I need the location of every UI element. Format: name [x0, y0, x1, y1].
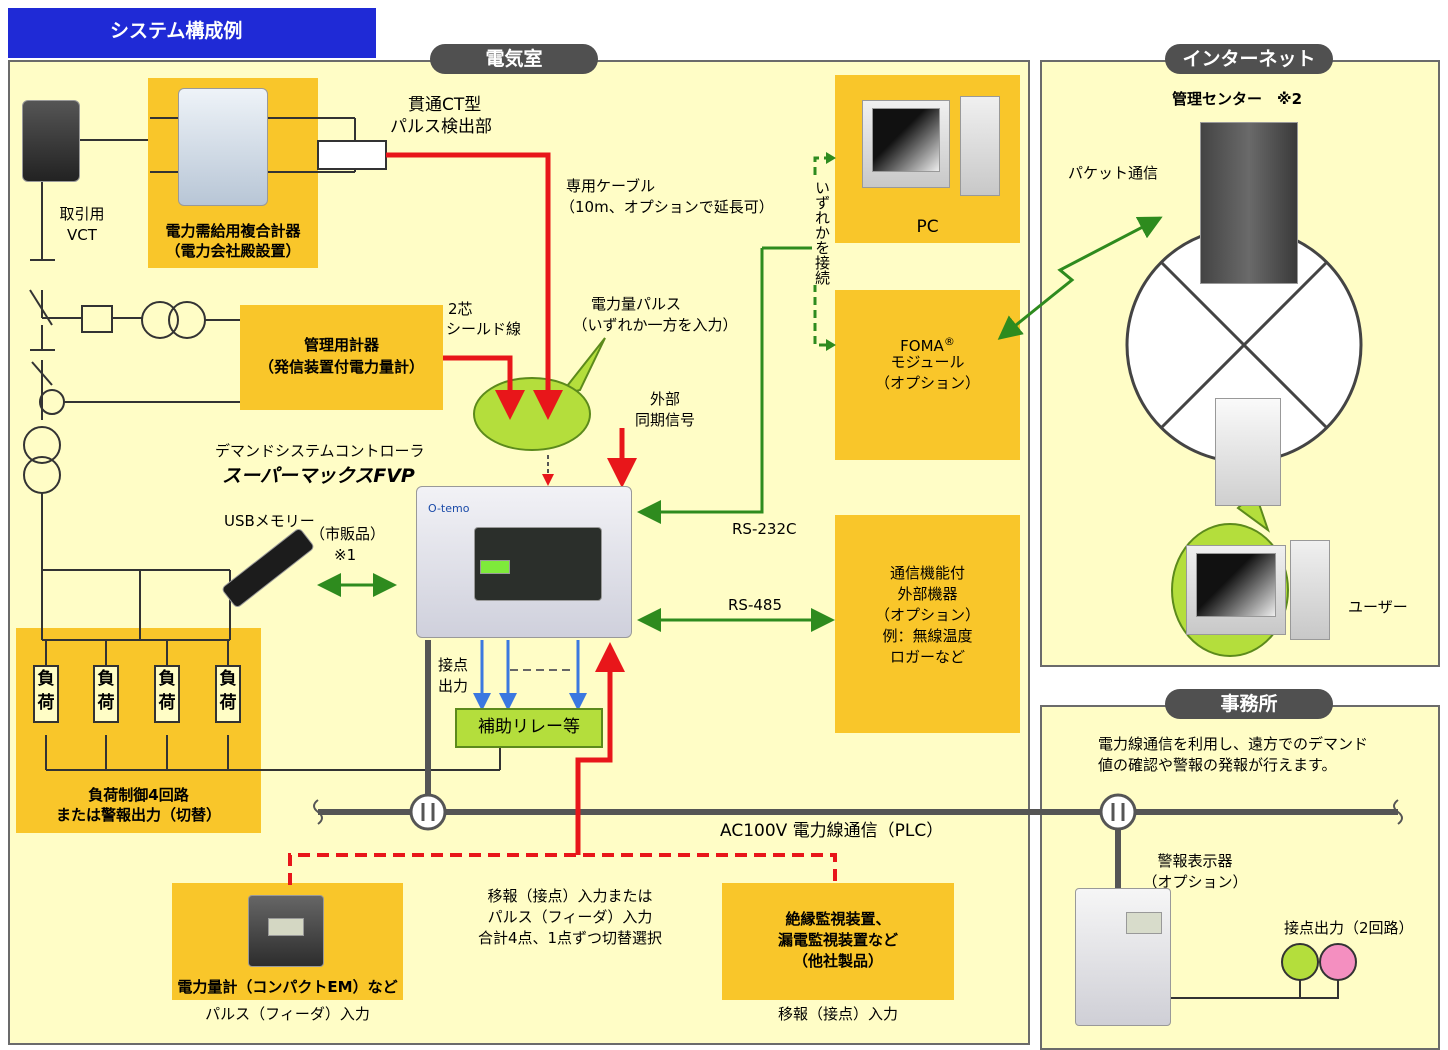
center-label: 管理センター ※2 — [1172, 90, 1303, 108]
internet-server-image — [1215, 398, 1281, 506]
foma-label-1: FOMA® — [835, 332, 1020, 356]
section-internet: インターネット — [1165, 44, 1333, 74]
usb-note-1: （市販品） — [310, 525, 386, 543]
tsushin-label-3: （オプション） — [874, 606, 980, 624]
compact-meter-display — [268, 918, 304, 936]
tsushin-label-2: 外部機器 — [897, 585, 958, 603]
server-image — [1200, 122, 1298, 284]
load-3: 負荷 — [154, 665, 180, 723]
tsushin-box — [835, 515, 1020, 733]
load-4: 負荷 — [215, 665, 241, 723]
office-text-2: 値の確認や警報の発報が行えます。 — [1098, 756, 1337, 774]
load-3-char-2: 荷 — [158, 693, 176, 713]
pc-screen — [872, 108, 940, 172]
shield-label-2: シールド線 — [446, 320, 522, 338]
load-4-char-1: 負 — [219, 669, 237, 689]
vct-device-image — [22, 100, 80, 182]
alarm-label-1: 警報表示器 — [1157, 852, 1233, 870]
gaibu-label-1: 外部 — [649, 390, 680, 408]
section-denki: 電気室 — [430, 44, 598, 74]
shield-label-1: 2芯 — [448, 300, 473, 318]
tsushin-label-5: ロガーなど — [889, 648, 965, 666]
tsushin-label-1: 通信機能付 — [889, 564, 965, 582]
user-pc-tower — [1290, 540, 1330, 640]
controller-name: スーパーマックスFVP — [222, 465, 415, 487]
controller-display — [480, 560, 510, 574]
cable-label-2: （10m、オプションで延長可） — [560, 198, 774, 216]
controller-sub: デマンドシステムコントローラ — [215, 442, 425, 460]
izureka-label: いずれかを接続 — [812, 180, 832, 285]
ct-label-2: パルス検出部 — [390, 117, 492, 137]
section-jimusho: 事務所 — [1165, 689, 1333, 719]
vct-label-2: VCT — [67, 226, 97, 244]
foma-box — [835, 290, 1020, 460]
load-1-char-1: 負 — [37, 669, 55, 689]
foma-name: FOMA — [900, 337, 944, 355]
page-title: システム構成例 — [110, 20, 243, 42]
kanri-meter-label-1: 管理用計器 — [303, 336, 379, 354]
load-2-char-2: 荷 — [97, 693, 115, 713]
office-text-1: 電力線通信を利用し、遠方でのデマンド — [1098, 735, 1369, 753]
load-1: 負荷 — [33, 665, 59, 723]
plc-label: AC100V 電力線通信（PLC） — [720, 821, 944, 841]
cable-label-1: 専用ケーブル — [566, 177, 656, 195]
load-2-char-1: 負 — [97, 669, 115, 689]
pulse-label-2: （いずれか一方を入力） — [572, 316, 738, 334]
load-ctrl-label-2: または警報出力（切替） — [55, 806, 221, 824]
zetsuen-label-2: 漏電監視装置など — [777, 931, 898, 949]
pc-tower — [960, 96, 1000, 196]
usb-note-2: ※1 — [334, 546, 357, 564]
rs232-label: RS-232C — [732, 520, 797, 538]
compact-meter-label: 電力量計（コンパクトEM）など — [177, 978, 398, 996]
meter-complex-label-1: 電力需給用複合計器 — [165, 222, 301, 240]
relay-box — [455, 708, 603, 748]
contact2-label: 接点出力（2回路） — [1284, 919, 1414, 937]
rs485-label: RS-485 — [728, 596, 782, 614]
iho-input-label: 移報（接点）入力 — [777, 1005, 898, 1023]
kanri-meter-box — [240, 305, 443, 410]
loads-box — [16, 628, 261, 833]
meter-complex-label-2: （電力会社殿設置） — [165, 242, 301, 260]
contact-out-2: 出力 — [438, 677, 469, 695]
alarm-device-image — [1075, 888, 1171, 1026]
usb-label: USBメモリー — [224, 512, 315, 530]
foma-mark: ® — [943, 335, 955, 348]
load-3-char-1: 負 — [158, 669, 176, 689]
iho-text-3: 合計4点、1点ずつ切替選択 — [477, 929, 663, 947]
tsushin-label-4: 例：無線温度 — [882, 627, 973, 645]
alarm-label-2: （オプション） — [1142, 873, 1248, 891]
pc-label: PC — [916, 217, 939, 237]
user-pc-screen — [1196, 553, 1276, 617]
alarm-device-display — [1126, 912, 1162, 934]
title-tab — [8, 8, 376, 58]
foma-label-3: （オプション） — [874, 374, 980, 392]
ct-label-1: 貫通CT型 — [408, 95, 482, 115]
vct-label-1: 取引用 — [59, 205, 105, 223]
packet-label: パケット通信 — [1068, 164, 1159, 182]
relay-label: 補助リレー等 — [478, 717, 580, 737]
contact-out-1: 接点 — [438, 656, 469, 674]
iho-text-2: パルス（フィーダ）入力 — [487, 908, 653, 926]
foma-label-2: モジュール — [890, 353, 965, 371]
load-2: 負荷 — [93, 665, 119, 723]
pulse-feeder-label: パルス（フィーダ）入力 — [205, 1005, 370, 1023]
iho-text-1: 移報（接点）入力または — [487, 887, 653, 905]
zetsuen-label-3: （他社製品） — [792, 952, 883, 970]
office-panel — [1040, 705, 1440, 1050]
zetsuen-label-1: 絶縁監視装置、 — [785, 910, 891, 928]
kanri-meter-label-2: （発信装置付電力量計） — [258, 358, 424, 376]
gaibu-label-2: 同期信号 — [634, 411, 695, 429]
user-label: ユーザー — [1348, 598, 1408, 616]
meter-complex-image — [178, 88, 268, 206]
pulse-label-1: 電力量パルス — [590, 295, 681, 313]
controller-brand: O-temo — [428, 502, 470, 515]
load-4-char-2: 荷 — [219, 693, 237, 713]
load-1-char-2: 荷 — [37, 693, 55, 713]
load-ctrl-label-1: 負荷制御4回路 — [88, 786, 189, 804]
zetsuen-box — [722, 883, 954, 1000]
